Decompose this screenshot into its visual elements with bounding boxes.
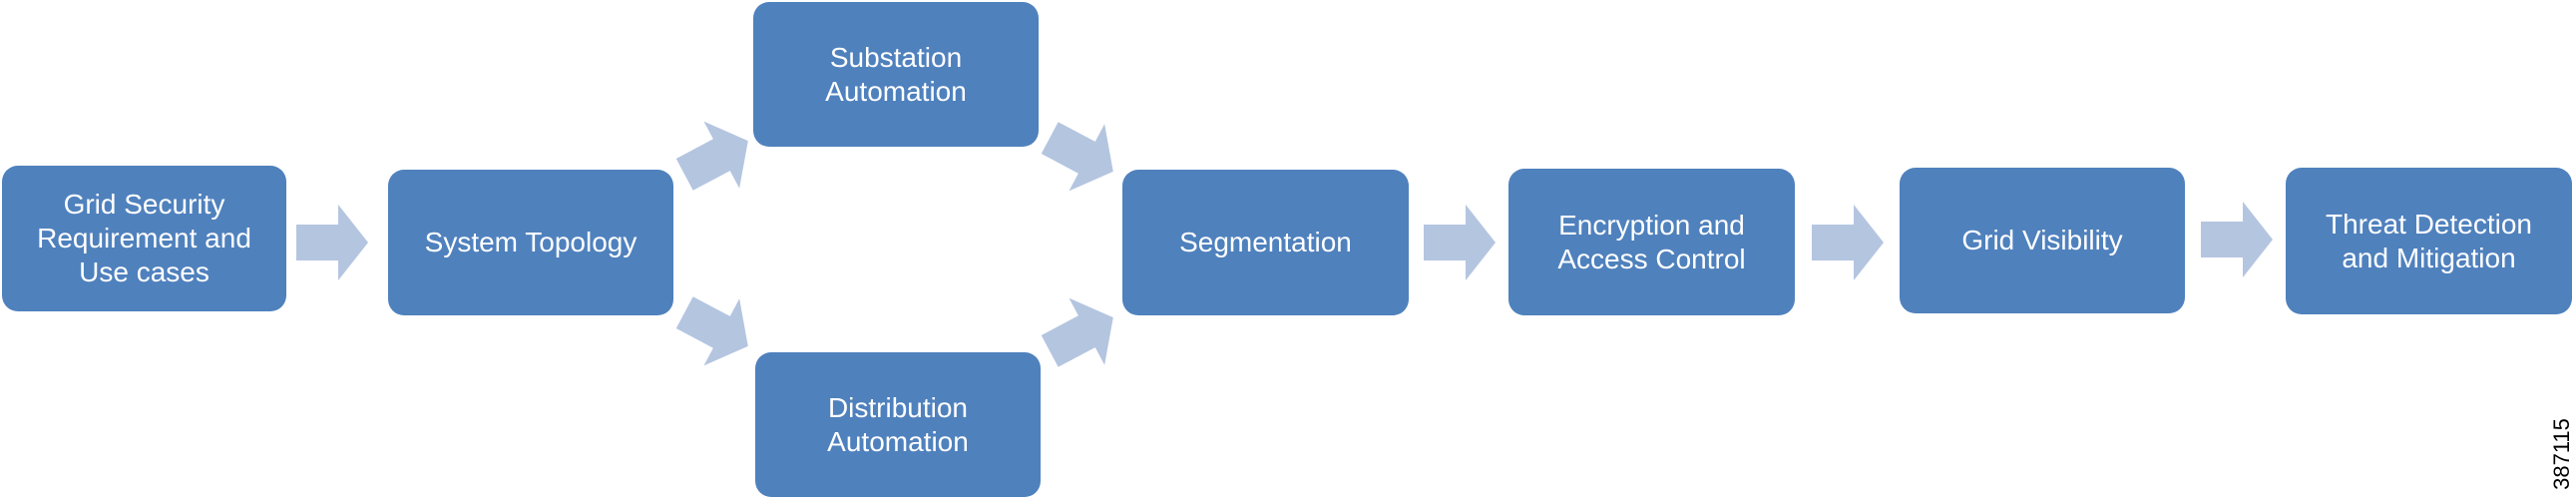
arrow-system-topology-to-substation-automation (675, 121, 748, 191)
arrow-distribution-automation-to-segmentation (1041, 297, 1113, 367)
node-label: System Topology (424, 227, 638, 257)
arrow-substation-automation-to-segmentation (1041, 122, 1113, 192)
node-label: Encryption and Access Control (1557, 209, 1746, 274)
arrow-grid-security-to-system-topology (296, 205, 368, 280)
node-label: Grid Visibility (1961, 225, 2123, 255)
node-grid-visibility: Grid Visibility (1900, 168, 2185, 313)
arrow-system-topology-to-distribution-automation (675, 296, 748, 366)
node-system-topology: System Topology (388, 170, 673, 315)
node-label: Distribution Automation (827, 391, 969, 457)
node-label: Substation Automation (825, 41, 967, 107)
node-label: Threat Detection and Mitigation (2326, 208, 2532, 273)
figure-id-label: 387115 (2549, 418, 2574, 490)
arrow-encryption-access-to-grid-visibility (1812, 205, 1884, 280)
node-encryption-access: Encryption and Access Control (1508, 169, 1795, 315)
arrow-grid-visibility-to-threat-detection (2201, 202, 2273, 277)
node-distribution-automation: Distribution Automation (755, 352, 1041, 497)
node-label: Grid Security Requirement and Use cases (37, 189, 251, 287)
node-grid-security: Grid Security Requirement and Use cases (2, 166, 286, 311)
node-threat-detection: Threat Detection and Mitigation (2286, 168, 2572, 314)
arrow-segmentation-to-encryption-access (1424, 205, 1496, 280)
node-label: Segmentation (1179, 227, 1352, 257)
node-substation-automation: Substation Automation (753, 2, 1039, 147)
node-segmentation: Segmentation (1122, 170, 1409, 315)
